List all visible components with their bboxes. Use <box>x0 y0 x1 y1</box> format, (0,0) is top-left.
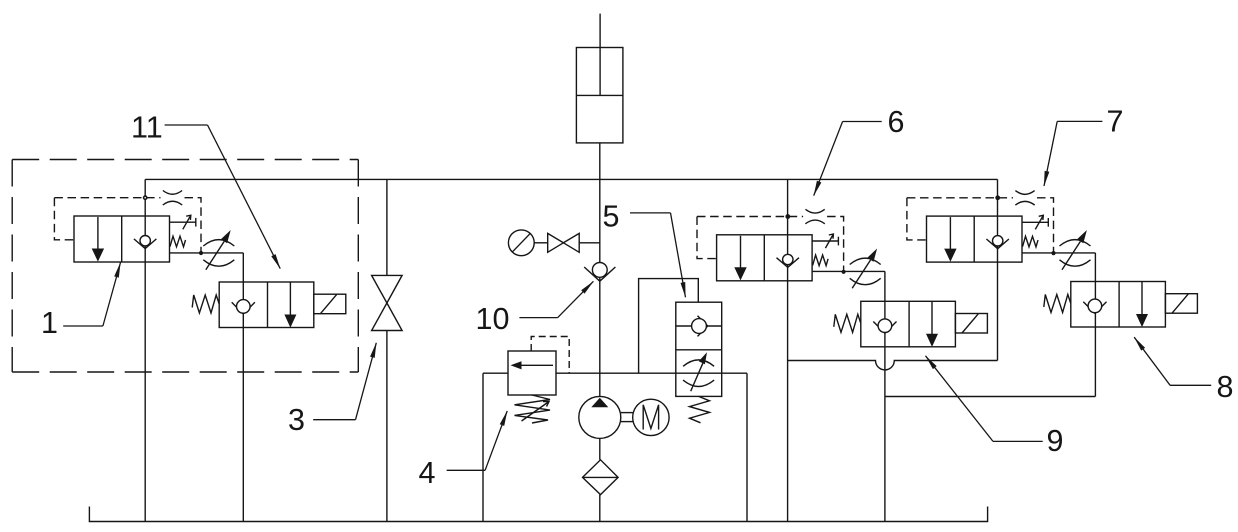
svg-text:11: 11 <box>131 111 163 145</box>
svg-text:10: 10 <box>476 302 510 336</box>
svg-text:4: 4 <box>419 456 436 490</box>
svg-text:8: 8 <box>1217 370 1234 404</box>
svg-text:9: 9 <box>1047 424 1064 458</box>
svg-text:5: 5 <box>603 200 620 234</box>
svg-text:6: 6 <box>888 105 905 139</box>
svg-text:7: 7 <box>1107 105 1124 139</box>
svg-text:3: 3 <box>288 403 305 437</box>
svg-text:1: 1 <box>41 306 58 340</box>
